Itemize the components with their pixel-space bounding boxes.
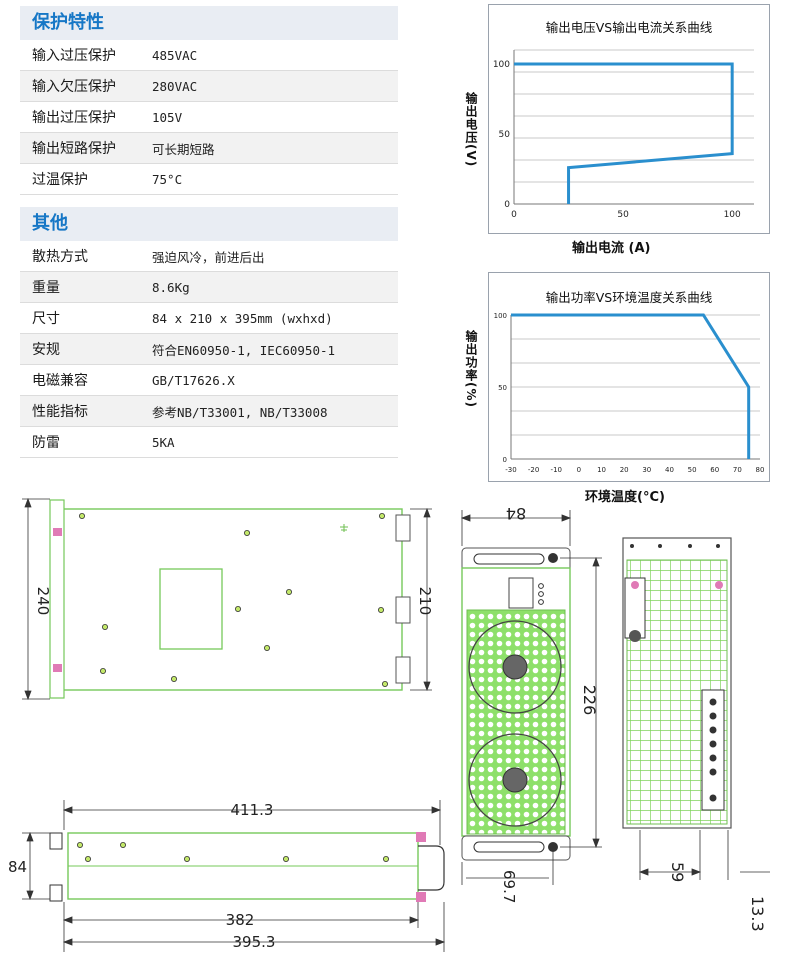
chart-title: 输出功率VS环境温度关系曲线 — [545, 290, 713, 305]
spec-row: 输入过压保护 485VAC — [20, 40, 398, 71]
y-tick-label: 50 — [499, 130, 511, 140]
x-tick-label: 0 — [577, 466, 581, 474]
protection-table: 输入过压保护 485VAC 输入欠压保护 280VAC 输出过压保护 105V 输出短路保护… — [20, 40, 398, 195]
spec-row: 重量 8.6Kg — [20, 272, 398, 303]
dimension-label: 13.3 — [748, 896, 767, 932]
x-axis-label: 环境温度(°C) — [585, 490, 665, 505]
spec-row: 输出过压保护 105V — [20, 102, 398, 133]
spec-value: 75°C — [152, 171, 183, 187]
y-tick-label: 50 — [498, 384, 507, 392]
x-tick-label: 20 — [620, 466, 629, 474]
y-axis-label: 输出功率(%) — [464, 330, 478, 408]
spec-value: 485VAC — [152, 47, 198, 63]
dimension-label: 226 — [580, 685, 599, 716]
section-title-other: 其他 — [20, 207, 398, 241]
spec-label: 输出短路保护 — [32, 141, 116, 157]
series-line — [514, 62, 734, 204]
other-section: 其他 散热方式 强迫风冷，前进后出重量 8.6Kg 尺寸 84 x 210 x 395m… — [20, 207, 398, 458]
spec-label: 尺寸 — [32, 311, 60, 327]
y-tick-label: 100 — [494, 312, 507, 320]
chart-title: 输出电压VS输出电流关系曲线 — [545, 20, 713, 35]
spec-label: 防雷 — [32, 435, 60, 451]
spec-row: 防雷 5KA — [20, 427, 398, 458]
dimension-label: 210 — [416, 587, 434, 616]
x-tick-label: 70 — [733, 466, 742, 474]
spec-row: 散热方式 强迫风冷，前进后出 — [20, 241, 398, 272]
x-tick-label: 60 — [710, 466, 719, 474]
spec-value: 强迫风冷，前进后出 — [152, 249, 265, 265]
dimension-label: 59 — [668, 862, 687, 882]
dimension-label: 382 — [226, 911, 255, 929]
spec-row: 输入欠压保护 280VAC — [20, 71, 398, 102]
spec-label: 电磁兼容 — [32, 373, 88, 389]
dimension-label: 84 — [8, 858, 27, 876]
dimension-label: 84 — [506, 504, 526, 523]
x-tick-label: 80 — [756, 466, 765, 474]
voltage-current-chart: 输出电压VS输出电流关系曲线 0 50 100 0 50 100 — [488, 4, 770, 234]
spec-label: 散热方式 — [32, 249, 88, 265]
section-title-protection: 保护特性 — [20, 6, 398, 40]
x-tick-label: -30 — [505, 466, 516, 474]
side-view-drawing: 240 210 — [22, 497, 434, 701]
x-tick-label: 100 — [724, 210, 741, 220]
spec-label: 性能指标 — [32, 404, 88, 420]
spec-value: 符合EN60950-1, IEC60950-1 — [152, 342, 336, 358]
dimension-label: 69.7 — [500, 870, 518, 903]
dimension-label: 395.3 — [233, 933, 276, 951]
spec-row: 安规 符合EN60950-1, IEC60950-1 — [20, 334, 398, 365]
spec-value: 5KA — [152, 434, 175, 450]
spec-label: 输入欠压保护 — [32, 79, 116, 95]
x-tick-label: -20 — [528, 466, 539, 474]
chart-plot: 0 50 100 0 50 100 — [493, 49, 754, 220]
spec-value: 280VAC — [152, 78, 198, 94]
x-tick-label: 10 — [597, 466, 606, 474]
y-tick-label: 0 — [504, 200, 510, 210]
spec-label: 过温保护 — [32, 172, 88, 188]
series-line — [511, 313, 751, 459]
x-tick-label: 30 — [642, 466, 651, 474]
spec-label: 输入过压保护 — [32, 48, 116, 64]
spec-label: 安规 — [32, 342, 60, 358]
spec-value: 8.6Kg — [152, 279, 190, 295]
spec-row: 电磁兼容 GB/T17626.X — [20, 365, 398, 396]
other-table: 散热方式 强迫风冷，前进后出重量 8.6Kg 尺寸 84 x 210 x 395mm (… — [20, 241, 398, 458]
rear-view-drawing: 59 13.3 — [622, 537, 770, 932]
top-view-drawing: 411.3 84 382 395.3 — [8, 800, 446, 952]
spec-row: 过温保护 75°C — [20, 164, 398, 195]
dimension-label: 240 — [34, 587, 52, 616]
spec-row: 尺寸 84 x 210 x 395mm (wxhxd) — [20, 303, 398, 334]
x-tick-label: -10 — [551, 466, 562, 474]
y-tick-label: 100 — [493, 60, 510, 70]
power-temperature-chart: 输出功率VS环境温度关系曲线 0 50 100 -30 -20 -10 0 10 20 30 40 5… — [488, 272, 770, 482]
spec-row: 性能指标 参考NB/T33001, NB/T33008 — [20, 396, 398, 427]
spec-value: 84 x 210 x 395mm (wxhxd) — [152, 310, 333, 326]
spec-label: 输出过压保护 — [32, 110, 116, 126]
spec-value: 可长期短路 — [152, 141, 215, 157]
spec-label: 重量 — [32, 280, 60, 296]
x-tick-label: 50 — [617, 210, 629, 220]
x-tick-label: 40 — [665, 466, 674, 474]
dimension-label: 411.3 — [231, 801, 274, 819]
y-tick-label: 0 — [503, 456, 507, 464]
spec-value: 105V — [152, 109, 183, 125]
spec-row: 输出短路保护 可长期短路 — [20, 133, 398, 164]
chart-plot: 0 50 100 -30 -20 -10 0 10 20 30 40 50 60 70 80 — [494, 312, 765, 474]
y-axis-label: 输出电压(V) — [464, 92, 478, 168]
spec-value: GB/T17626.X — [152, 372, 235, 388]
x-tick-label: 0 — [511, 210, 517, 220]
x-tick-label: 50 — [688, 466, 697, 474]
x-axis-label: 输出电流 (A) — [572, 241, 651, 256]
spec-value: 参考NB/T33001, NB/T33008 — [152, 404, 328, 420]
front-view-drawing: 84 226 69.7 — [460, 504, 602, 903]
